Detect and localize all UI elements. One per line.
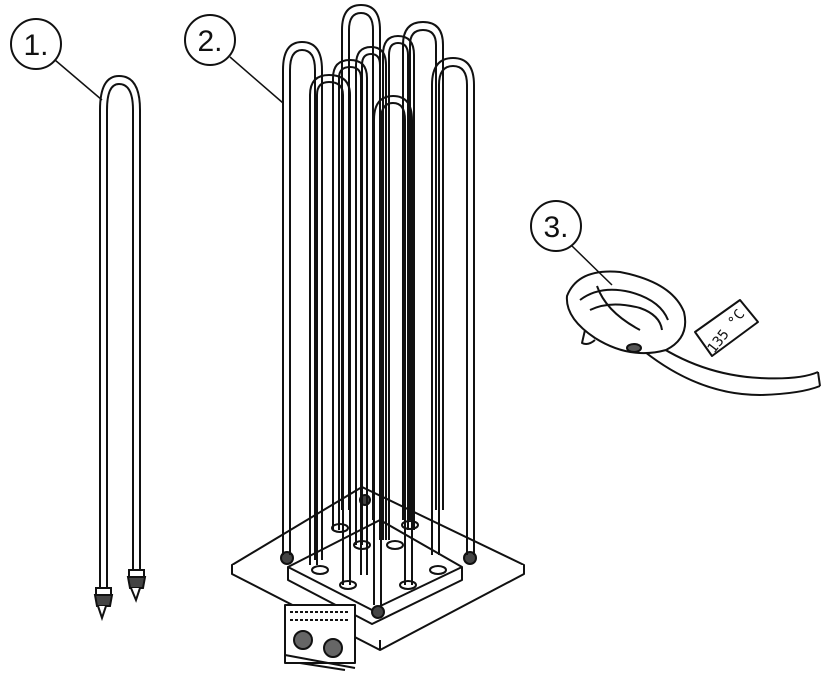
u-tube-5 [382,35,415,540]
single-heating-element [93,74,147,622]
u-tube-6 [355,46,387,545]
terminal-block [284,604,356,671]
u-tube-8 [309,74,351,585]
u-tube-9 [373,95,413,605]
callout-1: 1. [10,18,103,101]
sensor-cable [644,339,821,396]
temperature-sensor: 135 °C [565,270,821,396]
callout-3-label: 3. [543,211,568,244]
terminal-fitting-right [126,569,147,603]
u-tube-4 [431,57,475,555]
base-plate [231,486,525,651]
u-tube-2 [341,4,381,520]
u-tube-7 [332,59,368,575]
heating-element-bundle [231,4,525,671]
terminal-fitting-left [93,587,114,622]
callout-3: 3. [530,200,613,286]
sensor-label-sleeve: 135 °C [694,299,759,357]
u-tube-1 [282,41,323,560]
callout-2: 2. [184,14,284,104]
callout-1-label: 1. [23,29,48,62]
callout-2-label: 2. [197,25,222,58]
sensor-body [565,270,687,355]
